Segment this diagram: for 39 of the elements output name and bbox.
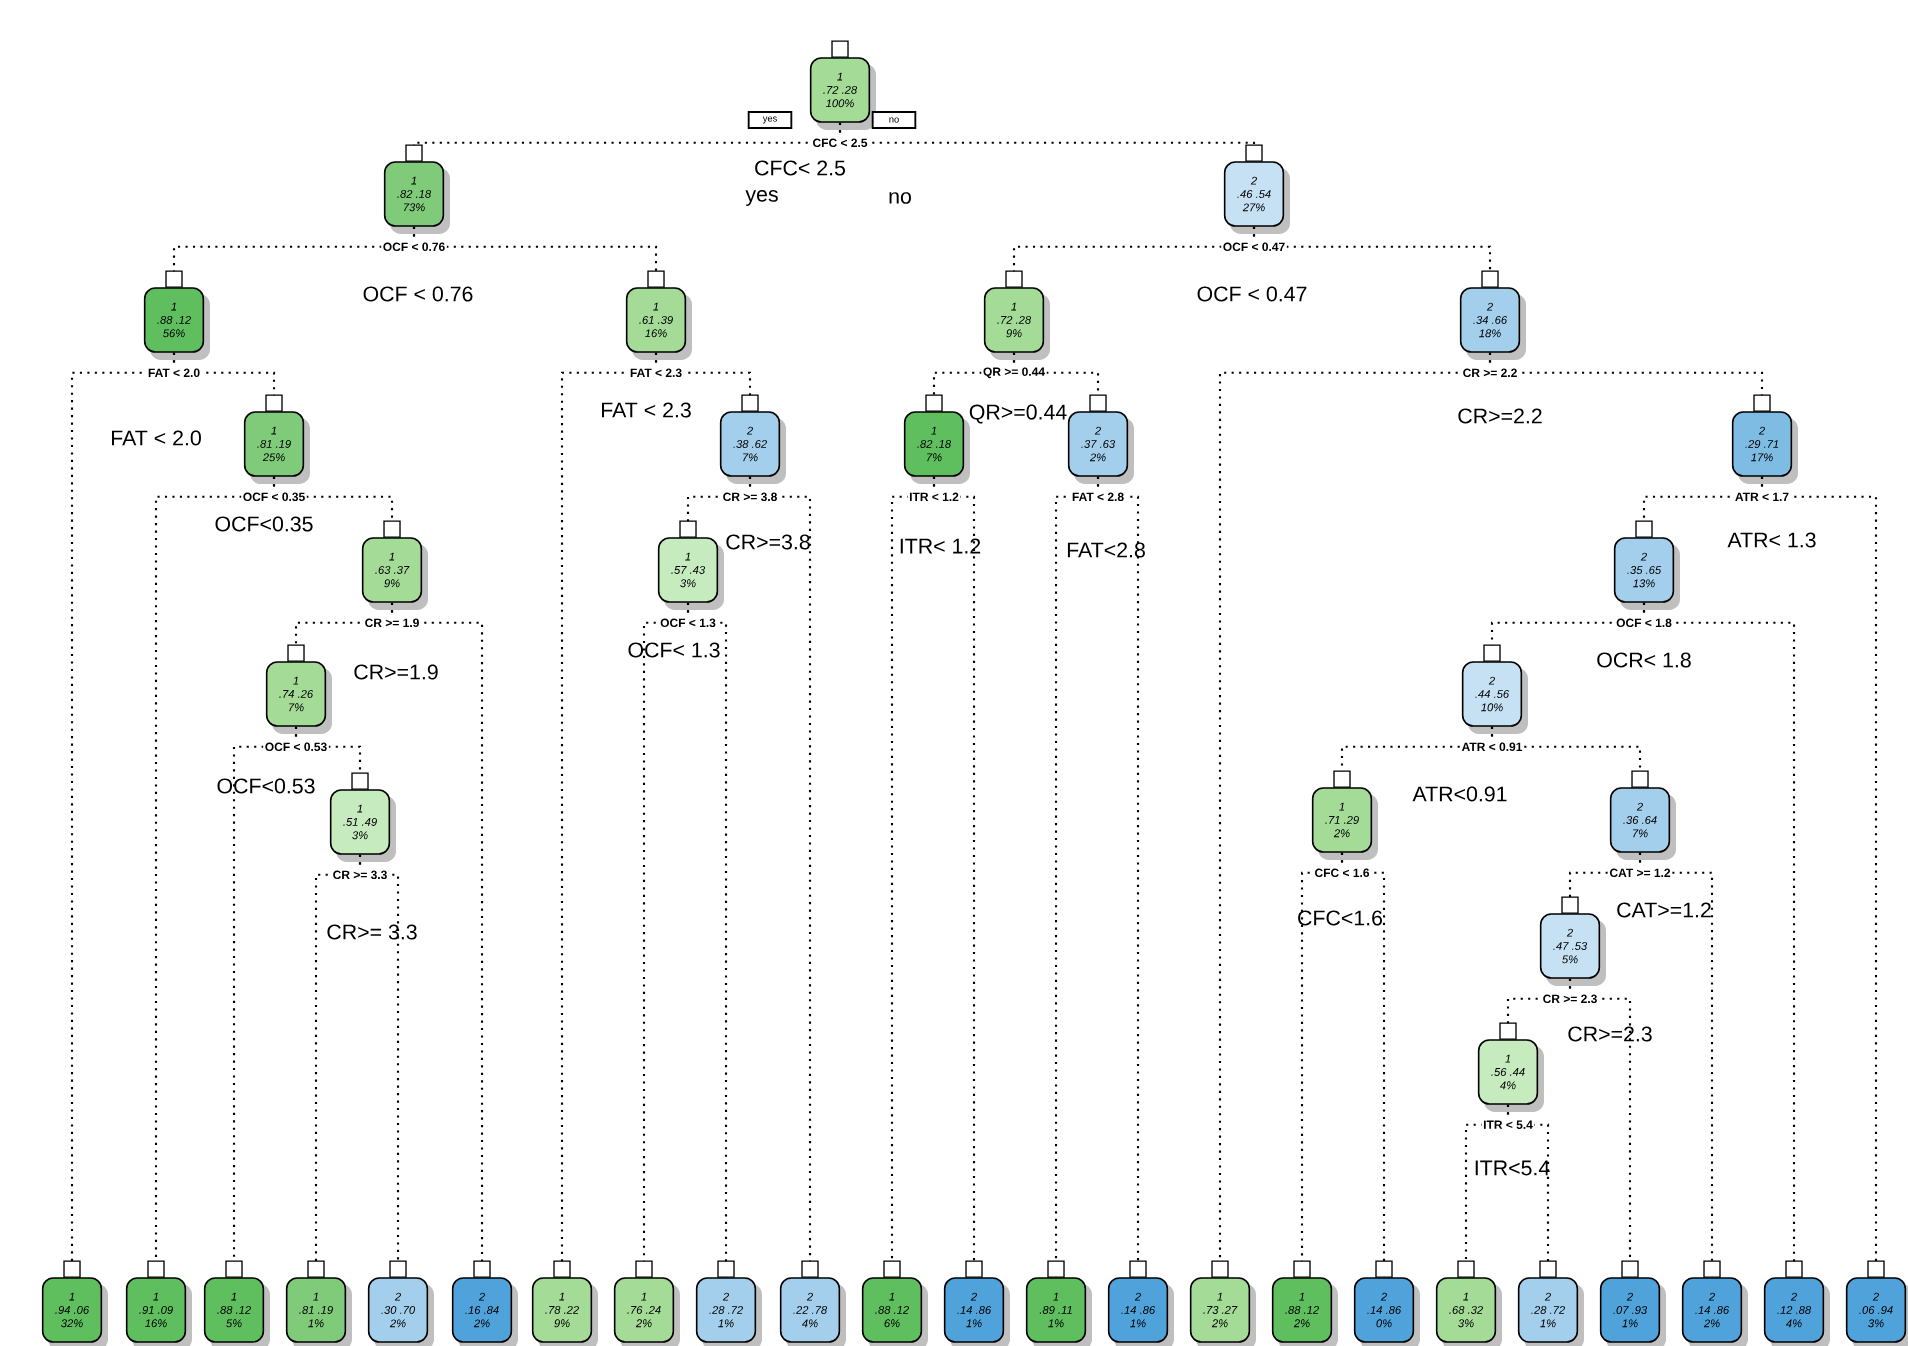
connector [686,602,728,1262]
connector [1642,602,1796,1262]
split-annotation: CR>=2.2 [1458,408,1542,424]
split-annotation: CR>=1.9 [354,664,438,680]
connector [1568,978,1632,1262]
connector [390,602,484,1262]
split-annotation: ITR< 1.2 [900,538,981,554]
connector [1760,476,1878,1262]
connector [1506,1104,1550,1262]
split-annotation: OCF<0.53 [217,778,315,794]
split-annotation: FAT < 2.0 [112,430,201,446]
connector [932,476,976,1262]
split-annotation: ATR<0.91 [1412,786,1507,802]
connector [1488,352,1764,396]
connector [838,122,1256,146]
split-annotation: CR>= 3.3 [327,924,417,940]
split-annotation: OCF<0.35 [215,516,313,532]
split-annotation: QR>=0.44 [969,404,1067,424]
split-annotation: CFC<1.6 [1298,910,1383,926]
split-annotation: no [889,192,911,204]
split-annotation: FAT<2.8 [1067,542,1145,558]
split-annotation: OCR< 1.8 [1597,652,1691,668]
split-annotation: ITR<5.4 [1475,1160,1550,1176]
connector [412,226,658,272]
connector [1096,476,1140,1262]
connector [1340,852,1386,1262]
connector [358,854,400,1262]
split-annotation: CR>=3.8 [726,534,810,550]
split-annotation: FAT < 2.3 [602,402,691,418]
connector [1638,852,1714,1262]
split-annotation: CR>=2.3 [1568,1026,1652,1042]
split-annotation: yes [745,190,778,206]
split-annotation: OCF < 0.47 [1197,286,1307,302]
split-annotation: OCF < 0.76 [363,286,473,302]
split-annotation: ATR< 1.3 [1727,532,1816,548]
split-annotation: CFC< 2.5 [755,160,845,176]
connector [1252,226,1492,272]
split-annotation: CAT>=1.2 [1617,902,1711,918]
split-annotation: OCF< 1.3 [628,642,720,658]
